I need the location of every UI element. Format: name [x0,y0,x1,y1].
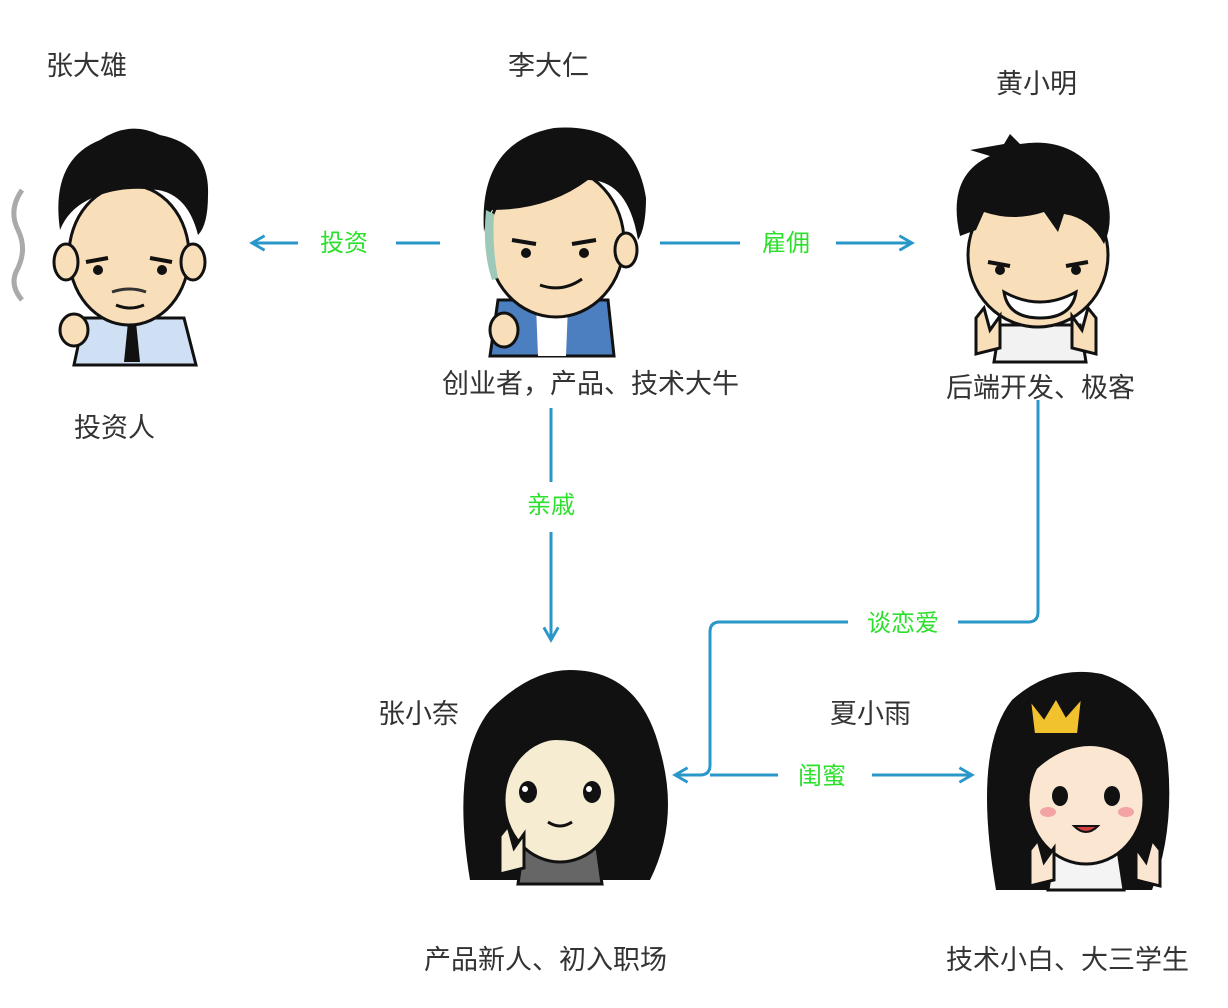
name-zhang-xiaonai: 张小奈 [378,699,459,730]
name-zhang-daxiong: 张大雄 [46,51,127,82]
avatar-xia-xiaoyu [987,671,1170,892]
avatar-li-daren [483,127,646,358]
connector-dating [672,400,1040,784]
avatar-zhang-daxiong [11,128,209,367]
desc-zhang-daxiong: 投资人 [74,413,155,444]
avatar-huang-xiaoming [956,134,1110,364]
smoke-icon [11,188,25,302]
crown-icon [1028,694,1084,735]
desc-huang-xiaoming: 后端开发、极客 [946,373,1135,404]
relation-label-relative: 亲戚 [527,491,575,519]
desc-zhang-xiaonai: 产品新人、初入职场 [424,945,667,976]
name-xia-xiaoyu: 夏小雨 [830,699,911,730]
relation-label-invest: 投资 [320,229,368,257]
name-li-daren: 李大仁 [508,51,589,82]
desc-li-daren: 创业者，产品、技术大牛 [442,369,739,400]
avatar-zhang-xiaonai [463,670,668,886]
desc-xia-xiaoyu: 技术小白、大三学生 [946,945,1189,976]
name-huang-xiaoming: 黄小明 [996,69,1077,100]
relation-label-dating: 谈恋爱 [867,609,939,637]
relation-label-hire: 雇佣 [762,229,810,257]
relation-label-bestie: 闺蜜 [798,762,846,790]
